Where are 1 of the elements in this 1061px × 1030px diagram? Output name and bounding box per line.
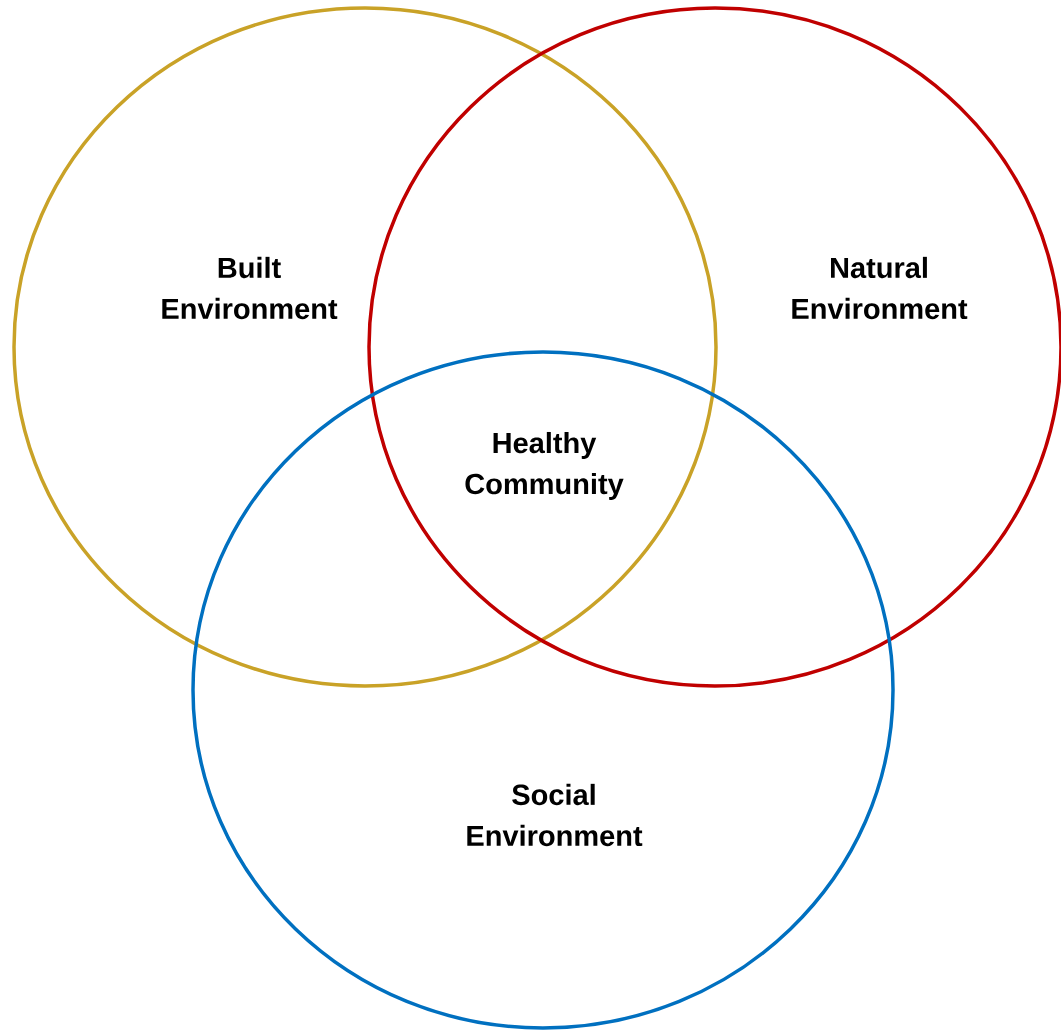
center-label: Healthy Community — [465, 431, 624, 500]
